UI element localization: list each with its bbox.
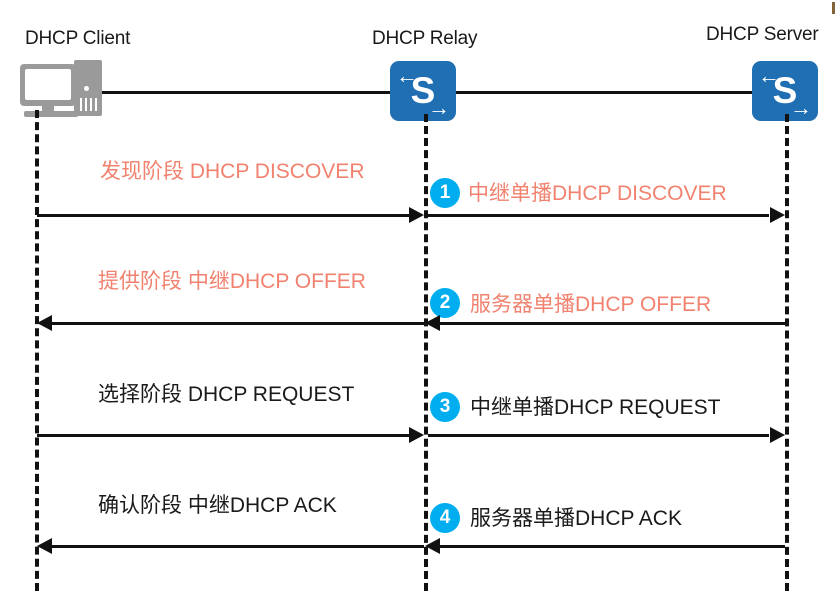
switch-letter-s: S (410, 69, 436, 111)
message-arrow-3-right (428, 434, 769, 437)
lifeline-relay (424, 114, 428, 591)
node-label-relay: DHCP Relay (372, 28, 478, 49)
arrow-right-icon: → (790, 95, 812, 120)
message-label-2-right: 服务器单播DHCP OFFER (470, 293, 712, 316)
message-label-3-left: 选择阶段 DHCP REQUEST (98, 383, 355, 406)
computer-base (24, 111, 78, 117)
computer-vents (80, 98, 97, 111)
message-label-4-left: 确认阶段 中继DHCP ACK (98, 494, 337, 517)
desktop-computer-icon (18, 58, 106, 122)
message-arrow-2-left (52, 322, 424, 325)
message-label-1-right: 中继单播DHCP DISCOVER (468, 182, 727, 205)
arrowhead-left-4-left (37, 538, 52, 554)
message-label-3-right: 中继单播DHCP REQUEST (470, 396, 721, 419)
switch-icon-relay: ← S → (390, 61, 456, 121)
step-badge-3: 3 (430, 392, 460, 422)
lifeline-server (785, 114, 789, 591)
arrowhead-right-1-left (409, 207, 424, 223)
message-arrow-4-left (52, 545, 424, 548)
message-arrow-2-right (440, 322, 785, 325)
switch-icon-server: ← S → (752, 61, 818, 121)
message-label-2-left: 提供阶段 中继DHCP OFFER (98, 270, 366, 293)
arrowhead-right-1-right (770, 207, 785, 223)
lifeline-client (35, 110, 39, 591)
node-label-server: DHCP Server (706, 24, 819, 45)
message-label-4-right: 服务器单播DHCP ACK (470, 507, 682, 530)
computer-power-dot (84, 86, 89, 91)
link-relay-to-server (453, 91, 753, 94)
message-label-1-left: 发现阶段 DHCP DISCOVER (100, 160, 365, 183)
message-arrow-1-left (37, 214, 415, 217)
arrowhead-left-4-right (425, 538, 440, 554)
arrow-left-icon: ← (758, 63, 780, 88)
step-badge-2: 2 (430, 288, 460, 318)
switch-letter-s: S (772, 69, 798, 111)
arrowhead-right-3-right (770, 427, 785, 443)
computer-screen (25, 69, 71, 100)
step-badge-4: 4 (430, 503, 460, 533)
message-arrow-4-right (440, 545, 785, 548)
corner-artifact (832, 2, 835, 14)
arrowhead-left-2-left (37, 315, 52, 331)
arrowhead-left-2-right (425, 315, 440, 331)
arrow-right-icon: → (428, 95, 450, 120)
link-client-to-relay (95, 91, 395, 94)
message-arrow-3-left (37, 434, 415, 437)
computer-stand (42, 106, 54, 111)
node-label-client: DHCP Client (25, 28, 131, 49)
arrow-left-icon: ← (396, 63, 418, 88)
message-arrow-1-right (428, 214, 769, 217)
arrowhead-right-3-left (409, 427, 424, 443)
step-badge-1: 1 (430, 178, 460, 208)
